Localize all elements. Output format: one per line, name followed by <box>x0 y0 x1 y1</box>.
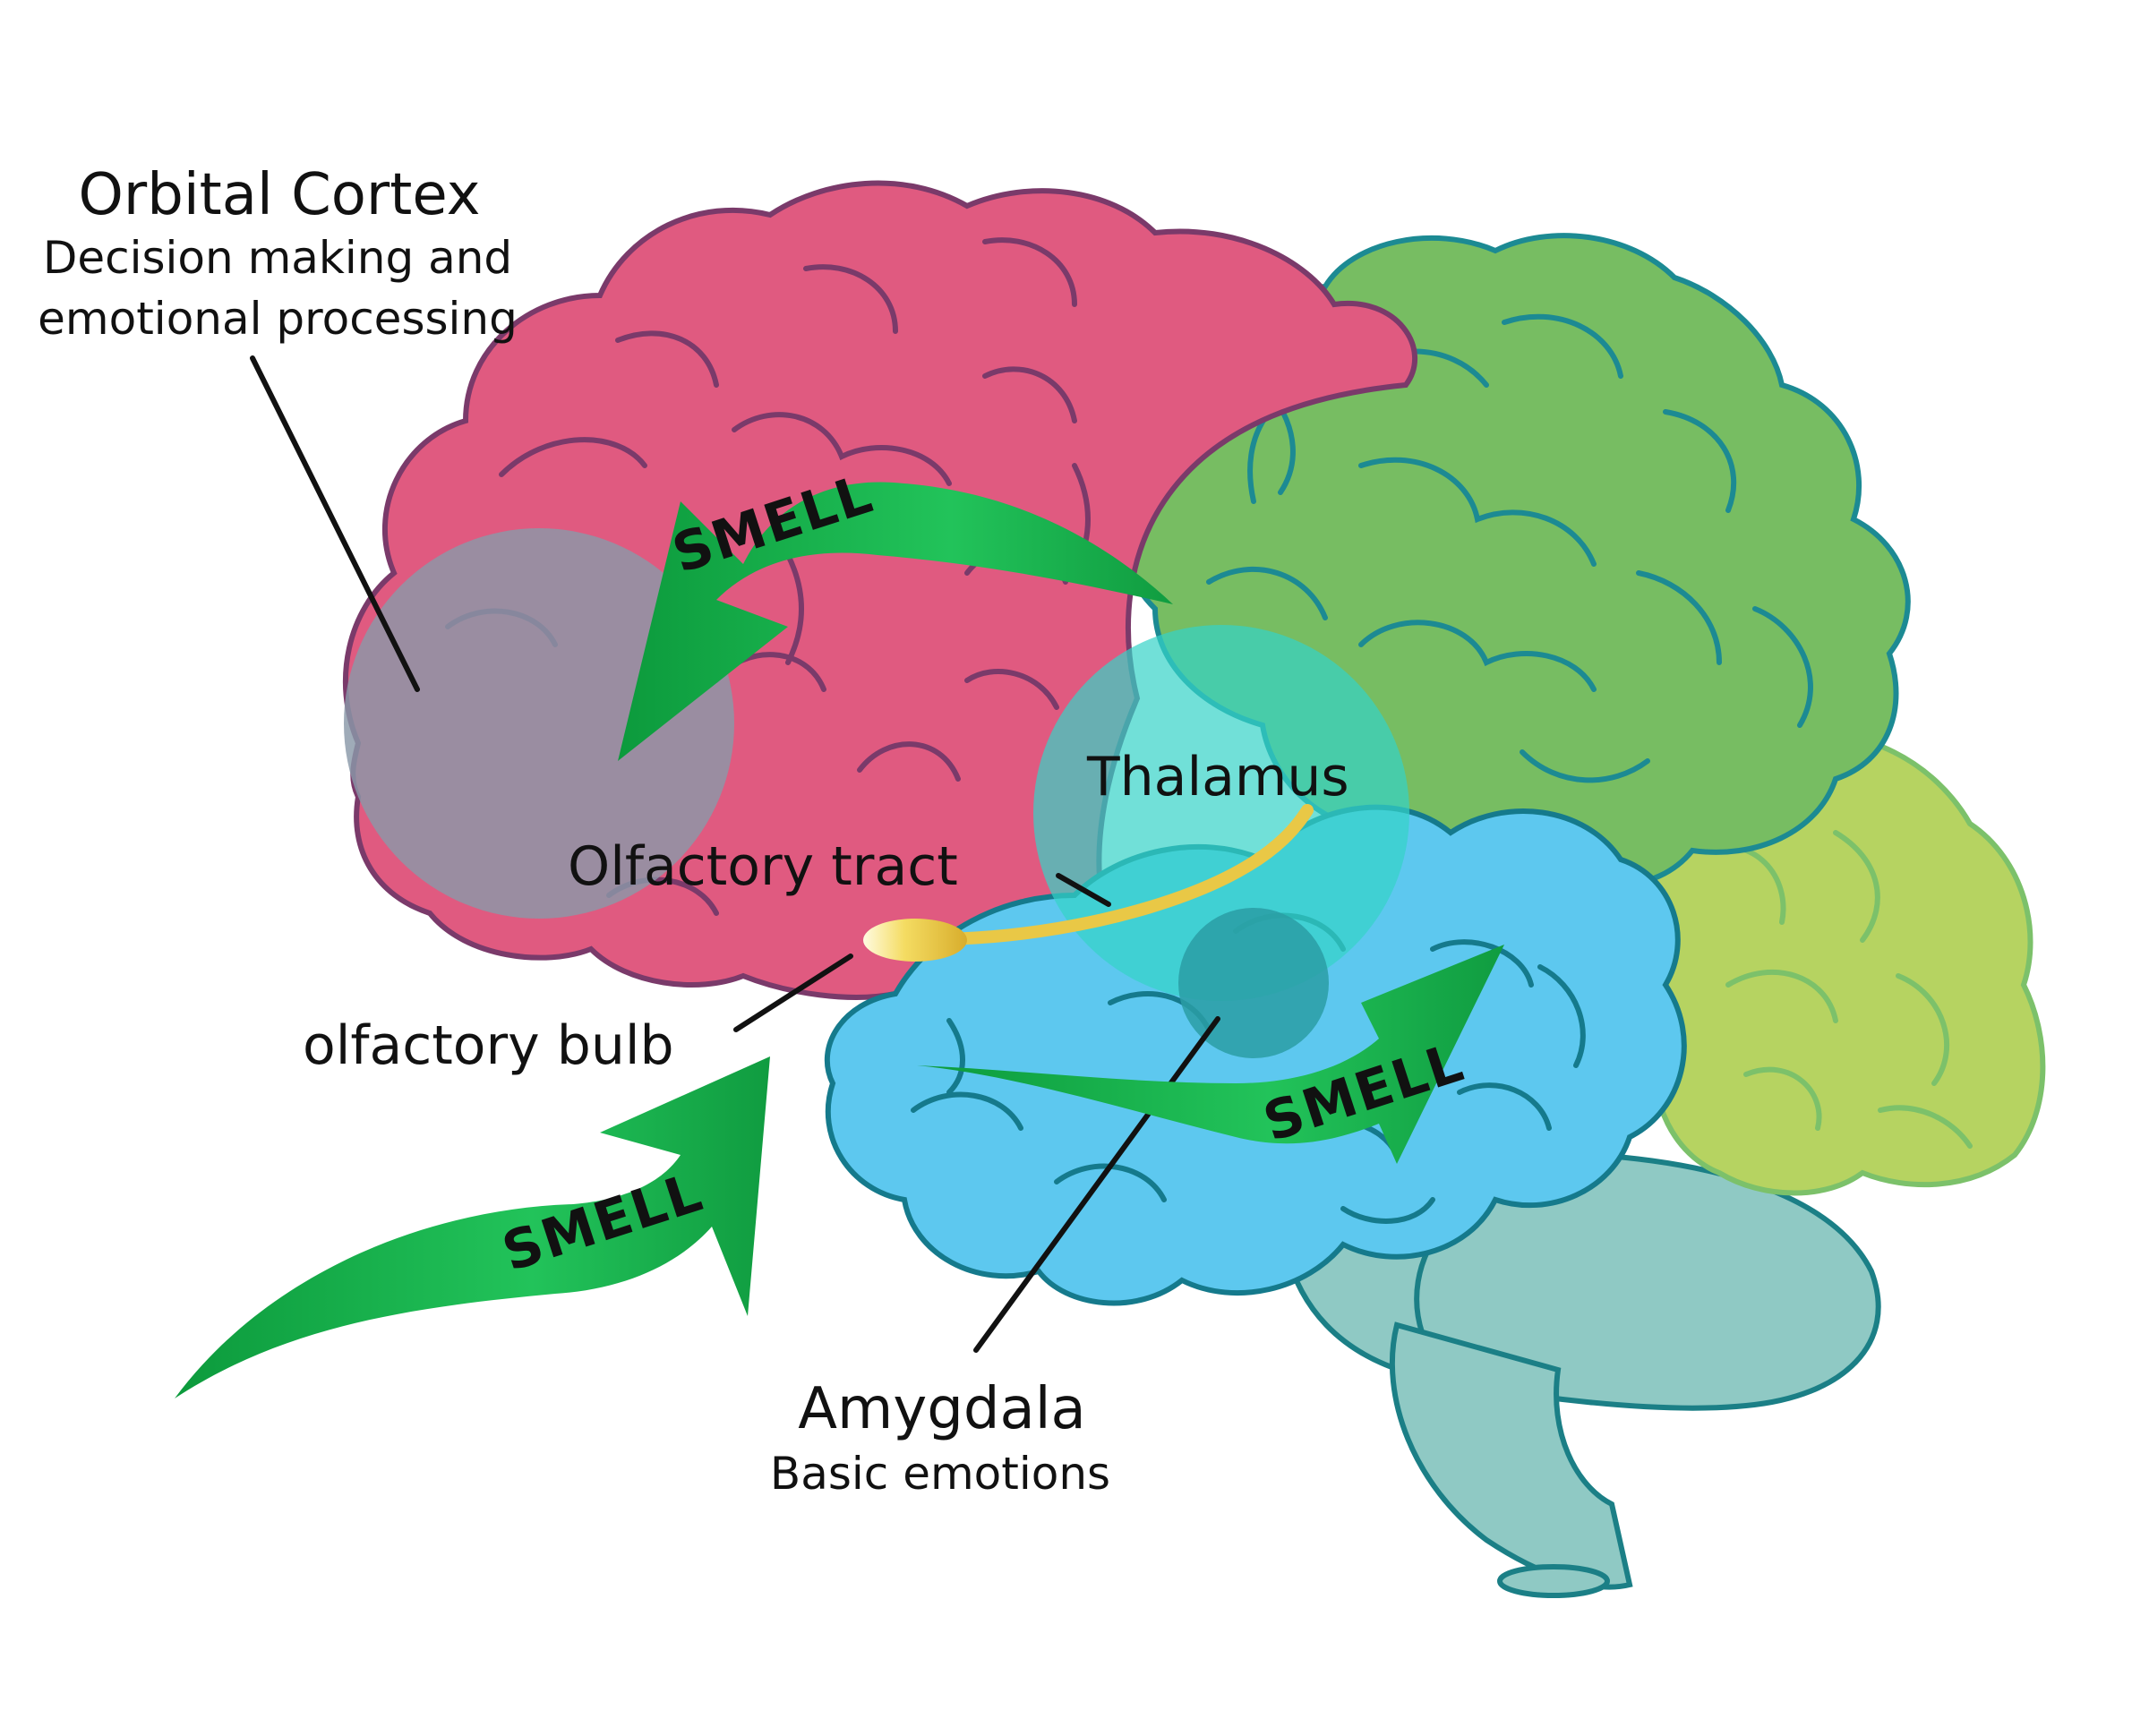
thalamus-label: Thalamus <box>1087 746 1349 808</box>
olfactory-bulb <box>863 919 967 962</box>
amygdala-desc: Basic emotions <box>769 1448 1111 1500</box>
smell-arrow-to-orbital <box>618 482 1173 761</box>
orbital-cortex-leader-line <box>250 355 420 692</box>
amygdala-highlight <box>1178 908 1329 1058</box>
thalamus-highlight <box>1033 625 1409 1001</box>
orbital-cortex-desc-line2: emotional processing <box>38 293 518 345</box>
orbital-cortex-highlight <box>344 528 734 919</box>
orbital-cortex-desc-line1: Decision making and <box>42 232 513 284</box>
olfactory-bulb-leader-line <box>733 954 853 1032</box>
amygdala-leader-line <box>973 1016 1220 1353</box>
smell-arrow-intake <box>175 1056 770 1398</box>
orbital-cortex-title: Orbital Cortex <box>78 162 481 228</box>
olfactory-tract-label: Olfactory tract <box>568 835 958 898</box>
olfactory-bulb-label: olfactory bulb <box>303 1014 674 1077</box>
brainstem <box>1389 1321 1633 1598</box>
olfactory-tract-leader-line <box>1056 873 1111 907</box>
amygdala-title: Amygdala <box>798 1376 1086 1442</box>
smell-arrow-to-amygdala <box>917 945 1504 1164</box>
